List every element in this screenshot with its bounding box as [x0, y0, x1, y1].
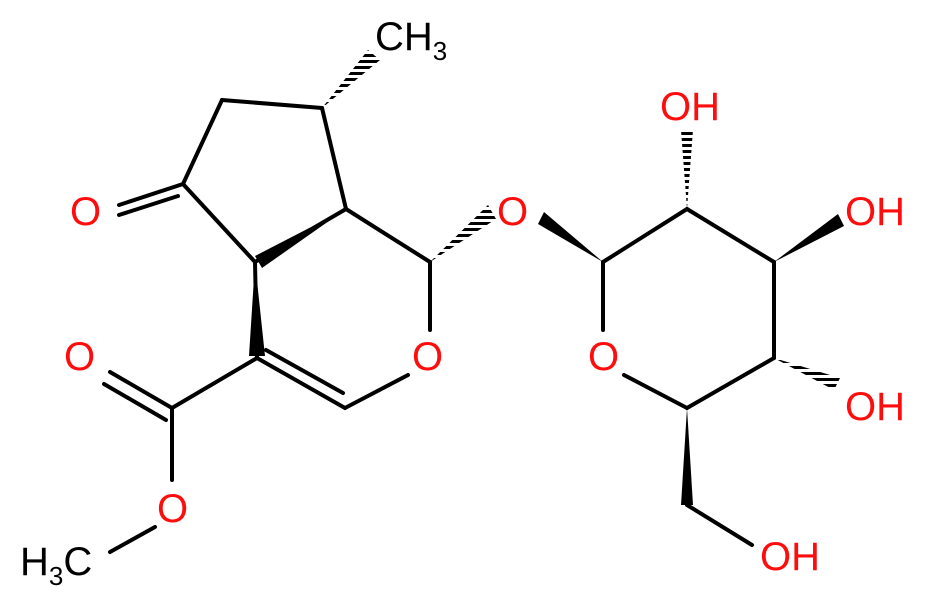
glycosidic-oxygen: O [497, 190, 528, 234]
bond-c3-c4-b [264, 348, 345, 395]
bond-s4-s5 [685, 356, 776, 410]
hydroxyl-right-upper: OH [845, 190, 905, 234]
bond-c7a-c7 [320, 106, 348, 211]
bonds-cyclopentane [117, 98, 348, 264]
bond-o2-c3 [343, 373, 410, 410]
hash-wedge-methyl [322, 50, 380, 108]
hash-wedge-oh-lower [774, 358, 840, 390]
bold-wedge-anomeric [538, 212, 603, 262]
hydroxyl-top: OH [660, 85, 720, 129]
bond-s5-os [622, 373, 689, 410]
ch3-top-label: CH3 [375, 15, 447, 66]
bond-s6-oh [685, 503, 754, 547]
bonds-ester [102, 356, 259, 554]
bonds-pyran [253, 207, 432, 410]
ketone-oxygen: O [70, 190, 101, 234]
bond-c4-cester [170, 356, 259, 410]
ester-oxygen: O [157, 487, 188, 531]
bond-ester-co-2 [102, 382, 168, 422]
bond-s2-s3 [685, 207, 776, 264]
bond-ketone-1 [117, 182, 185, 207]
bond-c6-c5 [181, 98, 224, 186]
hydroxyl-right-lower: OH [845, 385, 905, 429]
bold-wedge-ch2oh [681, 408, 693, 505]
bold-wedge-c7a [255, 209, 346, 268]
bold-wedge-c4a [249, 262, 265, 356]
ester-carbonyl-oxygen: O [64, 335, 95, 379]
ch3-bottom-label: H3C [20, 540, 92, 591]
bold-wedge-oh-right [774, 214, 844, 262]
bond-ester-o-ch3 [108, 525, 157, 554]
hydroxyl-bottom: OH [760, 535, 820, 579]
pyran-ring-oxygen: O [412, 335, 443, 379]
bond-c7a-c1 [344, 207, 432, 264]
sugar-ring-oxygen: O [588, 335, 619, 379]
bond-c5-c4a [181, 182, 257, 264]
bond-c3-c4-a [255, 356, 347, 410]
bond-s1-s2 [601, 207, 689, 264]
bonds-sugar [601, 207, 776, 547]
bond-c7-c6 [220, 98, 324, 110]
hash-wedge-glycoside [430, 205, 496, 262]
bond-ester-co-1 [108, 370, 174, 410]
hash-wedge-oh-top [681, 130, 693, 209]
bond-ketone-2 [117, 194, 180, 217]
